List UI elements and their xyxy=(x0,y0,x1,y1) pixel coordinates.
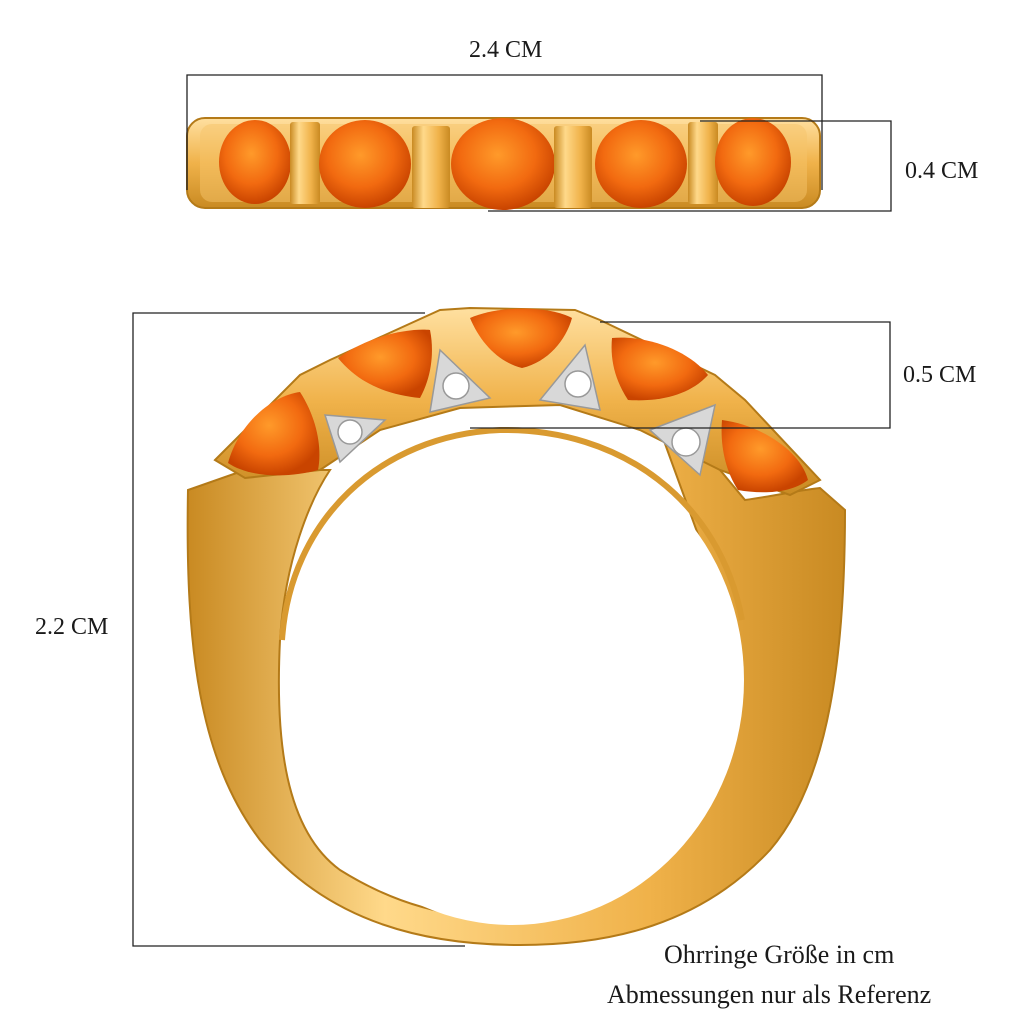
stone-height-label: 0.5 CM xyxy=(903,362,977,388)
gemstone xyxy=(470,308,572,368)
caption-line-1: Ohrringe Größe in cm xyxy=(664,940,895,969)
gemstone xyxy=(338,329,432,398)
gemstone xyxy=(715,118,791,206)
width-label: 2.4 CM xyxy=(469,37,543,63)
dimension-lines-top xyxy=(186,74,892,212)
diamond-accents xyxy=(323,343,717,477)
gemstone xyxy=(228,392,320,476)
top-height-label: 0.4 CM xyxy=(905,158,979,184)
gemstone xyxy=(595,120,687,208)
dimension-lines-side xyxy=(132,312,891,947)
ring-height-label: 2.2 CM xyxy=(35,614,109,640)
caption-line-2: Abmessungen nur als Referenz xyxy=(607,980,932,1009)
gemstone xyxy=(219,120,291,204)
ring-top-view xyxy=(186,117,821,210)
gemstone xyxy=(451,118,555,210)
gemstone xyxy=(611,337,708,401)
gemstone xyxy=(721,420,808,493)
gemstone xyxy=(319,120,411,208)
ring-side-view xyxy=(186,306,847,947)
